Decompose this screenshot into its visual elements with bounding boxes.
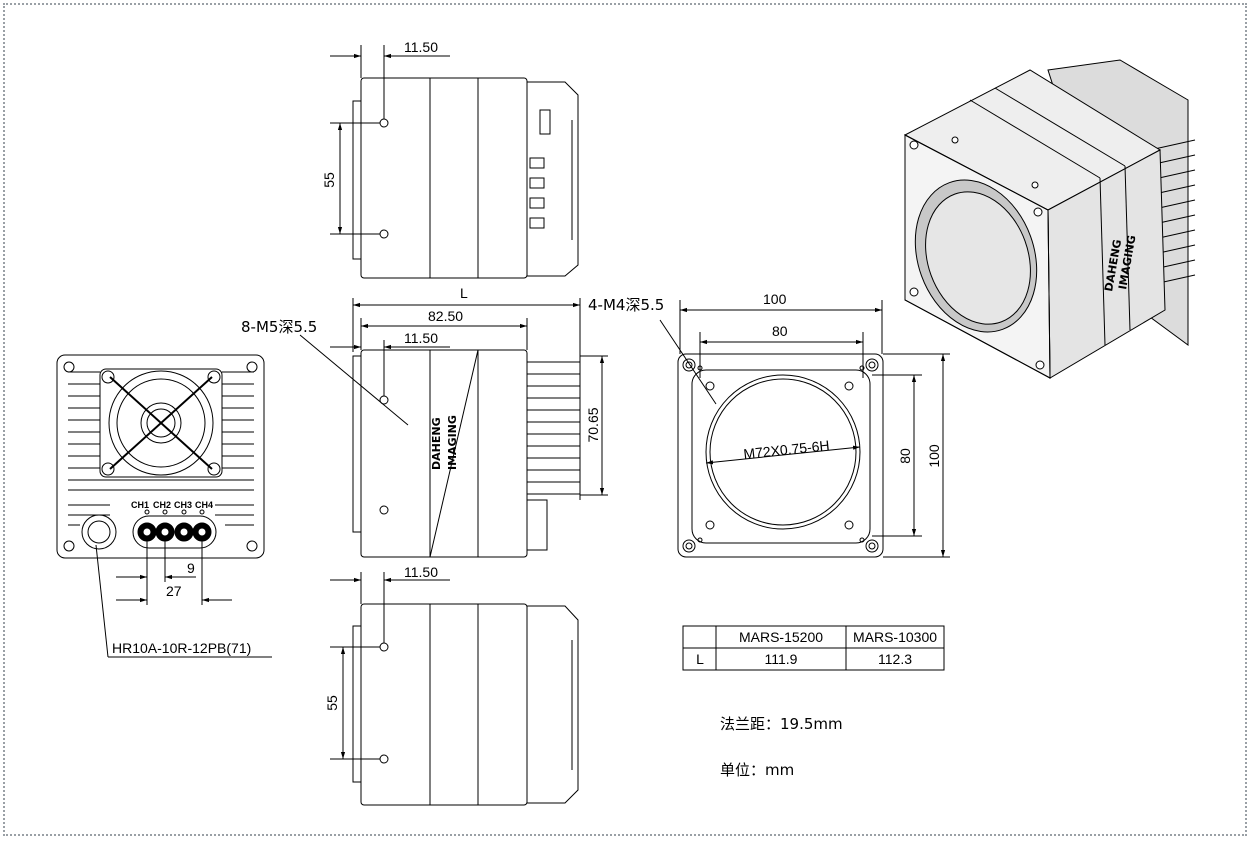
top-dim-holes: 55 — [321, 172, 337, 188]
bottom-dim-holes: 55 — [324, 695, 340, 711]
top-view — [330, 45, 579, 279]
side-dim-body: 82.50 — [428, 308, 463, 324]
back-fins — [68, 371, 254, 526]
connector-label: HR10A-10R-12PB(71) — [112, 640, 251, 656]
channel-label-3: CH3 — [174, 500, 192, 510]
back-dim-27: 27 — [166, 583, 182, 599]
table-header-1: MARS-15200 — [739, 629, 823, 645]
unit-note: 单位：mm — [720, 761, 794, 779]
model-table — [682, 625, 945, 671]
top-dim-offset: 11.50 — [404, 39, 438, 55]
channel-label-4: CH4 — [195, 500, 213, 510]
back-view — [56, 354, 272, 658]
bottom-view — [330, 572, 579, 806]
side-logo-line2: IMAGING — [446, 415, 459, 470]
front-dim-height-outer: 100 — [926, 444, 942, 468]
flange-note: 法兰距：19.5mm — [720, 715, 843, 733]
front-dim-width-outer: 100 — [763, 291, 787, 307]
drawing-border — [3, 3, 1247, 836]
table-value-1: 111.9 — [765, 651, 798, 667]
front-view — [659, 300, 950, 558]
fan — [99, 368, 223, 478]
table-value-2: 112.3 — [878, 651, 912, 667]
table-row-label: L — [696, 651, 704, 667]
channel-label-2: CH2 — [153, 500, 171, 510]
back-dim-9: 9 — [187, 560, 195, 576]
heatsink-fins — [527, 356, 581, 500]
side-logo-line1: DAHENG — [430, 417, 443, 470]
side-hole-note: 8-M5深5.5 — [241, 318, 317, 336]
channel-label-1: CH1 — [131, 500, 149, 510]
bottom-dim-offset: 11.50 — [404, 564, 438, 580]
side-dim-L: L — [460, 285, 468, 301]
side-dim-offset: 11.50 — [404, 330, 438, 346]
front-dim-height-inner: 80 — [897, 448, 913, 464]
front-dim-width-inner: 80 — [772, 323, 788, 339]
isometric-view — [903, 59, 1196, 379]
front-hole-note: 4-M4深5.5 — [588, 296, 664, 314]
side-dim-height: 70.65 — [585, 407, 601, 442]
table-header-2: MARS-10300 — [853, 629, 937, 645]
side-view — [299, 298, 608, 558]
